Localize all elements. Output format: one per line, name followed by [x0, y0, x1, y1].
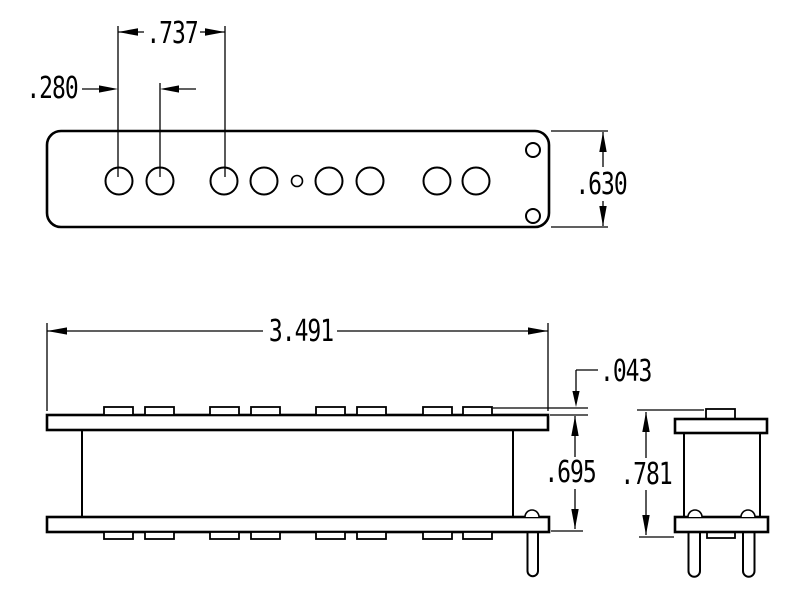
end-top-flange [673, 417, 769, 435]
arrowhead-left-icon [160, 85, 179, 93]
arrowhead-down-icon [572, 391, 580, 407]
dim-text-overall-length: 3.491 [269, 314, 333, 349]
dim-text-pole-protrusion: .043 [600, 354, 651, 389]
arrowhead-right-icon [99, 85, 118, 93]
center-hole [290, 174, 304, 188]
arrowhead-right-icon [528, 327, 548, 335]
arrowhead-up-icon [599, 132, 607, 152]
wire-eyelet-left [687, 509, 703, 518]
pole-tab-bottom-7 [422, 531, 453, 540]
pole-hole-1 [104, 166, 134, 196]
end-bottom-flange [673, 515, 770, 534]
side-top-flange [45, 413, 550, 432]
dim-text-body-height: .695 [544, 455, 595, 490]
dim-text-body-width: .630 [575, 167, 626, 202]
arrowhead-left-icon [118, 28, 138, 36]
pole-tab-bottom-1 [103, 531, 134, 540]
pole-hole-5 [314, 166, 344, 196]
top-view [45, 129, 551, 229]
dim-text-hole-spacing-adjacent: .280 [26, 71, 77, 106]
pole-tab-top-5 [315, 406, 346, 416]
pole-tab-top-1 [103, 406, 134, 416]
side-view [45, 406, 551, 578]
arrowhead-down-icon [599, 206, 607, 226]
dim-text-overall-height: .781 [620, 457, 671, 492]
end-view [673, 408, 770, 578]
terminal-pin-right [742, 531, 756, 578]
side-view-dimensions: 3.491 .043 .695 [46, 314, 652, 532]
corner-hole-bottom [525, 208, 541, 224]
pole-hole-3 [209, 166, 239, 196]
corner-hole-top [525, 142, 541, 158]
dim-text-hole-spacing-outer: .737 [146, 16, 197, 51]
top-view-dimensions: .737 .280 .630 [26, 16, 628, 228]
pole-hole-8 [461, 166, 491, 196]
terminal-pin [526, 531, 539, 578]
terminal-pin-left [687, 531, 701, 578]
end-view-dimensions: .781 [620, 409, 704, 538]
arrowhead-down-icon [642, 515, 650, 535]
wire-eyelet-right [740, 509, 756, 518]
pole-tab-bottom-3 [209, 531, 240, 540]
pole-tab-bottom-4 [250, 531, 281, 540]
side-bottom-flange [45, 515, 551, 534]
pole-tab-bottom-5 [315, 531, 346, 540]
end-top-tab [705, 408, 736, 420]
pole-tab-top-2 [144, 406, 175, 416]
pole-hole-6 [355, 166, 385, 196]
pole-tab-top-4 [250, 406, 281, 416]
arrowhead-right-icon [205, 28, 225, 36]
pole-tab-top-6 [356, 406, 387, 416]
pole-tab-top-3 [209, 406, 240, 416]
pole-tab-bottom-2 [144, 531, 175, 540]
pole-tab-top-8 [462, 406, 493, 416]
arrowhead-left-icon [47, 327, 67, 335]
wire-eyelet [524, 509, 540, 518]
arrowhead-down-icon [571, 509, 579, 529]
pole-hole-7 [422, 166, 452, 196]
pole-tab-bottom-6 [356, 531, 387, 540]
pole-tab-bottom-8 [462, 531, 493, 540]
pole-tab-top-7 [422, 406, 453, 416]
pole-hole-4 [249, 166, 279, 196]
